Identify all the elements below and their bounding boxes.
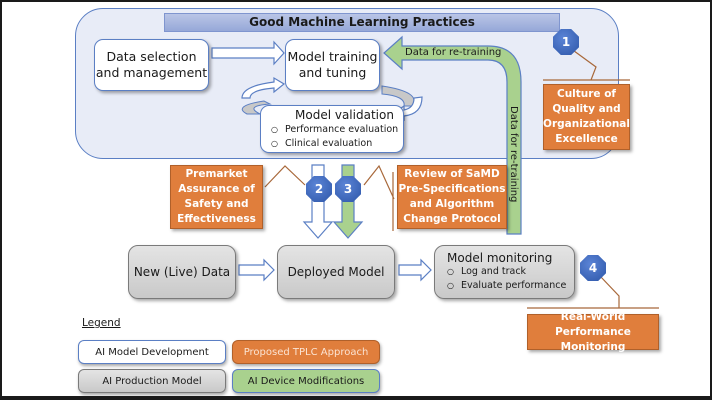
callout-line-2 — [264, 165, 306, 188]
model-validation-list: Performance evaluation Clinical evaluati… — [271, 123, 398, 151]
loop-arrow-to-training — [241, 76, 286, 99]
legend-ai-production-model: AI Production Model — [78, 369, 226, 393]
real-world-label: Real-World Performance Monitoring — [555, 310, 631, 353]
culture-label: Culture of Quality and Organizational Ex… — [543, 88, 630, 145]
monitoring-item: Evaluate performance — [447, 279, 566, 293]
new-live-data-box: New (Live) Data — [128, 245, 236, 299]
retraining-arrow — [383, 35, 522, 235]
model-validation-box: Model validation Performance evaluation … — [260, 105, 404, 153]
monitoring-item: Log and track — [447, 265, 566, 279]
validation-item: Performance evaluation — [271, 123, 398, 137]
data-selection-label: Data selection and management — [95, 49, 208, 80]
review-label: Review of SaMD Pre-Specifications and Al… — [398, 168, 506, 225]
validation-item: Clinical evaluation — [271, 137, 398, 151]
model-monitoring-list: Log and track Evaluate performance — [447, 265, 566, 293]
legend-ai-device-modifications: AI Device Modifications — [232, 369, 380, 393]
culture-box: Culture of Quality and Organizational Ex… — [543, 84, 630, 150]
validation-loop-band — [381, 85, 415, 107]
premarket-box: Premarket Assurance of Safety and Effect… — [170, 165, 263, 229]
real-world-box: Real-World Performance Monitoring — [527, 311, 659, 353]
deployed-model-label: Deployed Model — [287, 265, 385, 279]
model-monitoring-title: Model monitoring — [447, 251, 553, 265]
retraining-label-vertical: Data for re-training — [508, 106, 519, 203]
live-data-to-deployed-arrow — [238, 258, 275, 282]
selection-to-training-arrow — [211, 40, 285, 66]
retraining-label-horizontal: Data for re-training — [405, 47, 502, 58]
review-box: Review of SaMD Pre-Specifications and Al… — [397, 165, 507, 229]
model-training-label: Model training and tuning — [287, 49, 378, 80]
deployed-model-box: Deployed Model — [277, 245, 395, 299]
callout-line-4 — [527, 275, 659, 309]
model-training-box: Model training and tuning — [285, 39, 380, 91]
data-selection-box: Data selection and management — [94, 39, 209, 91]
legend-proposed-tplc-approach: Proposed TPLC Approach — [232, 340, 380, 364]
gmlp-title: Good Machine Learning Practices — [164, 13, 560, 32]
legend-ai-model-development: AI Model Development — [78, 340, 226, 364]
badge-2-icon: 2 — [306, 176, 332, 202]
model-monitoring-box: Model monitoring Log and track Evaluate … — [434, 245, 575, 299]
callout-line-1 — [543, 47, 630, 81]
new-live-data-label: New (Live) Data — [133, 265, 231, 279]
deployed-to-monitoring-arrow — [398, 258, 432, 282]
badge-4-icon: 4 — [580, 255, 606, 281]
model-validation-title: Model validation — [295, 108, 394, 122]
callout-line-3 — [363, 164, 395, 231]
badge-1-icon: 1 — [553, 29, 579, 55]
badge-3-icon: 3 — [335, 176, 361, 202]
premarket-label: Premarket Assurance of Safety and Effect… — [177, 168, 256, 225]
legend-title: Legend — [82, 317, 121, 329]
